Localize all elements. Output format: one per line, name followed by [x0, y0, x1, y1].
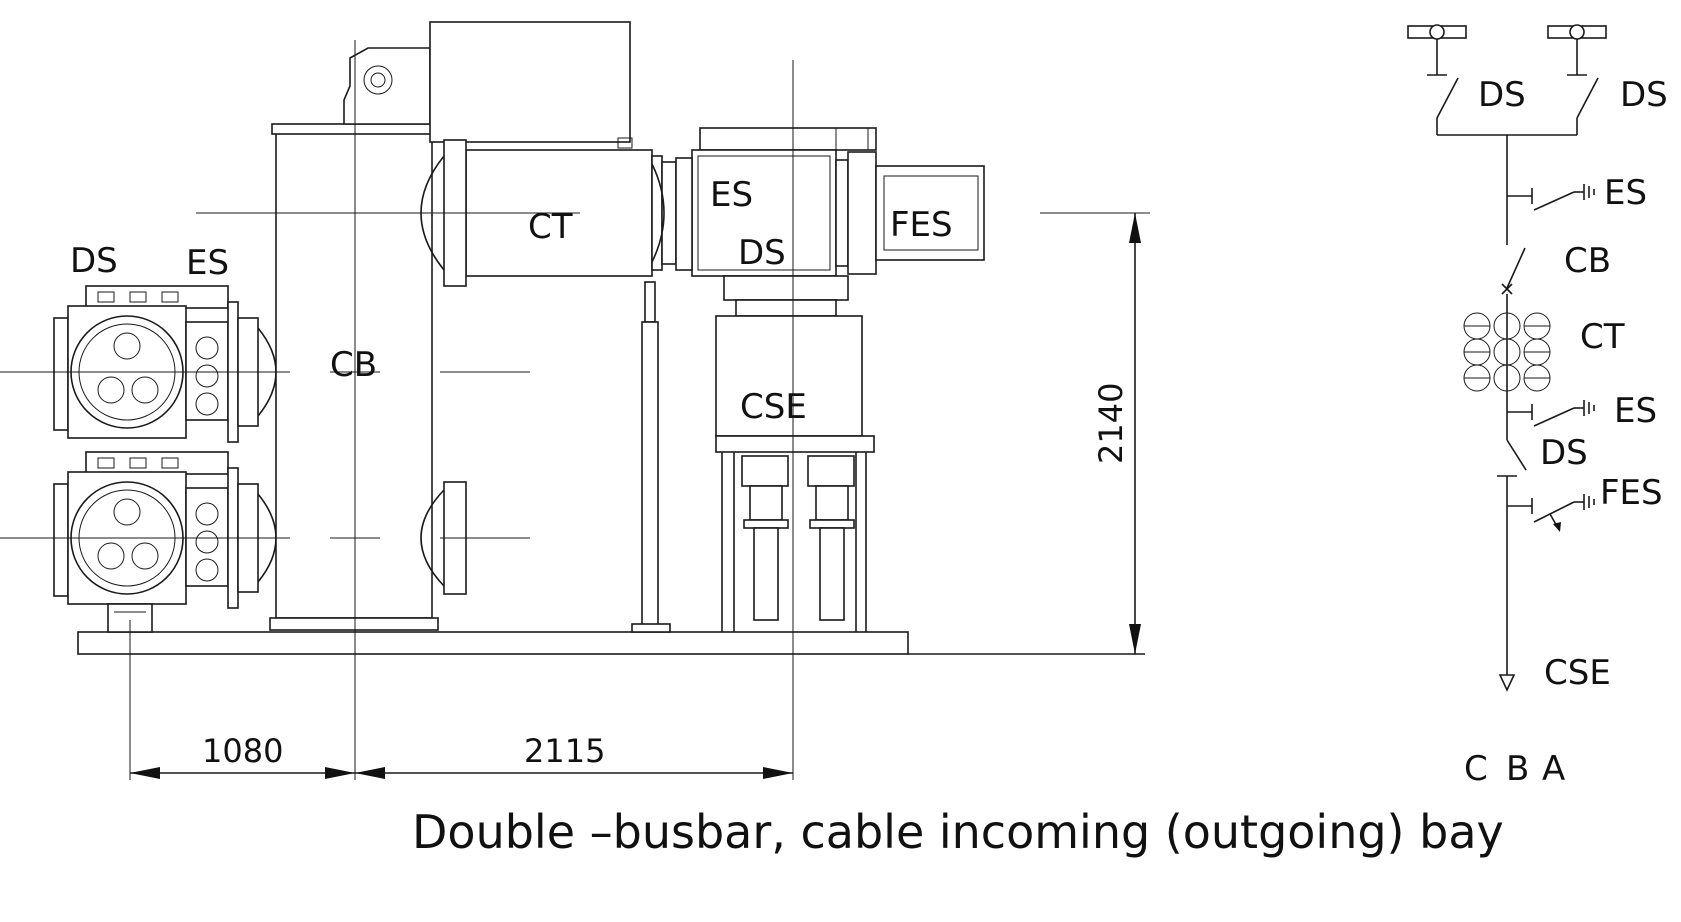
sld-label-es-2: ES — [1614, 391, 1657, 431]
base-frame — [77, 631, 1145, 655]
center-lines — [0, 40, 1150, 780]
sld-label-ds-2: DS — [1620, 75, 1668, 115]
sld-label-es-1: ES — [1604, 173, 1647, 213]
label-ds-middle: DS — [738, 233, 786, 273]
dimension-2140: 2140 — [1092, 383, 1130, 464]
single-line-diagram — [1407, 24, 1607, 692]
dimension-1080: 1080 — [202, 732, 283, 770]
sld-label-ct: CT — [1580, 317, 1625, 357]
cable-sealing-end — [715, 315, 875, 632]
label-es-top: ES — [710, 175, 753, 215]
label-cse: CSE — [740, 387, 807, 427]
label-fes: FES — [890, 205, 953, 245]
busbar-module-upper — [53, 285, 277, 443]
sld-label-phase-b: B — [1506, 749, 1529, 789]
label-cb: CB — [330, 345, 377, 385]
label-ct: CT — [528, 207, 573, 247]
label-ds-busbar: DS — [70, 241, 118, 281]
figure-caption: Double –busbar, cable incoming (outgoing… — [412, 805, 1504, 859]
es-ds-module — [675, 127, 877, 317]
sld-label-phase-a: A — [1542, 749, 1565, 789]
drawing-labels: DS ES CB CT ES DS FES CSE 1080 2115 2140… — [70, 75, 1668, 859]
sld-label-cb: CB — [1564, 241, 1611, 281]
dimension-2115: 2115 — [524, 732, 605, 770]
sld-label-cse: CSE — [1544, 653, 1611, 693]
support-column — [631, 281, 671, 633]
fast-earthing-switch — [875, 165, 985, 261]
sld-label-fes: FES — [1600, 473, 1663, 513]
busbar-module-lower — [53, 451, 277, 633]
sld-label-ds-3: DS — [1540, 433, 1588, 473]
sld-label-phase-c: C — [1464, 749, 1488, 789]
dimension-lines — [130, 213, 1141, 779]
label-es-busbar: ES — [186, 243, 229, 283]
sld-label-ds-1: DS — [1478, 75, 1526, 115]
